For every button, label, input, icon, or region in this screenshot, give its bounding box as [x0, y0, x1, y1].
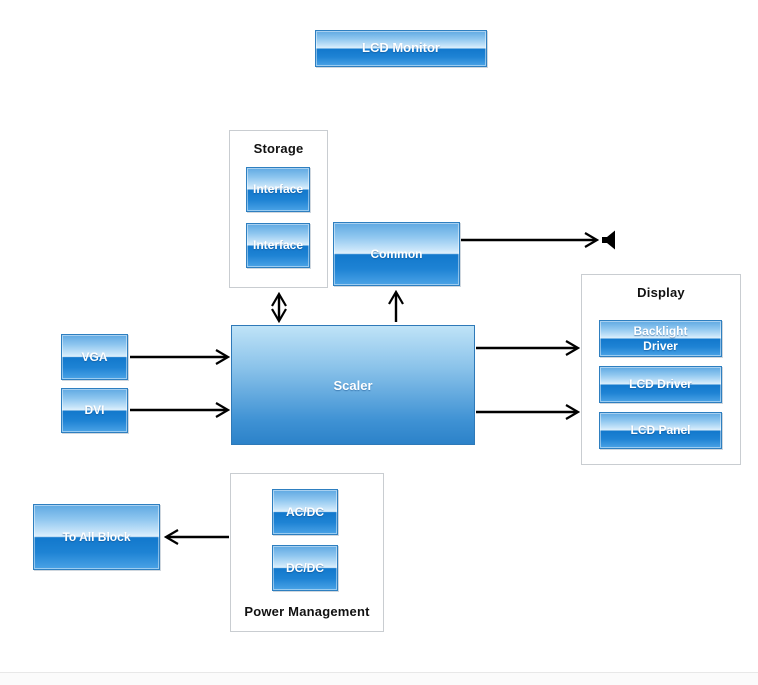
acdc-label: AC/DC [286, 504, 324, 519]
storage-interface-block-2: Interface [246, 223, 310, 268]
lcd-monitor-label: LCD Monitor [362, 40, 440, 56]
dcdc-label: DC/DC [286, 560, 324, 575]
backlight-driver-block: Backlight Driver [599, 320, 722, 357]
storage-interface-label-2: Interface [252, 238, 304, 252]
storage-interface-label-1: Interface [252, 182, 304, 196]
storage-group-title: Storage [253, 141, 304, 156]
dvi-block: DVI [61, 388, 128, 433]
backlight-driver-label: Backlight Driver [633, 323, 688, 353]
common-label: Common [370, 246, 423, 261]
speaker-icon [602, 230, 617, 250]
dcdc-block: DC/DC [272, 545, 338, 591]
lcd-panel-label: LCD Panel [630, 423, 691, 437]
display-group-title: Display [637, 285, 685, 300]
scaler-label: Scaler [333, 377, 373, 393]
common-block: Common [333, 222, 460, 286]
lcd-monitor-block: LCD Monitor [315, 30, 487, 67]
acdc-block: AC/DC [272, 489, 338, 535]
bottom-divider-line [0, 672, 758, 673]
vga-block: VGA [61, 334, 128, 380]
bottom-strip [0, 673, 758, 685]
lcd-driver-block: LCD Driver [599, 366, 722, 403]
dvi-label: DVI [84, 403, 105, 417]
scaler-block: Scaler [231, 325, 475, 445]
storage-interface-block-1: Interface [246, 167, 310, 212]
to-all-block: To All Block [33, 504, 160, 570]
power-management-title: Power Management [244, 604, 370, 619]
lcd-panel-block: LCD Panel [599, 412, 722, 449]
vga-label: VGA [81, 349, 108, 364]
lcd-driver-label: LCD Driver [629, 377, 692, 391]
to-all-block-label: To All Block [62, 529, 131, 544]
